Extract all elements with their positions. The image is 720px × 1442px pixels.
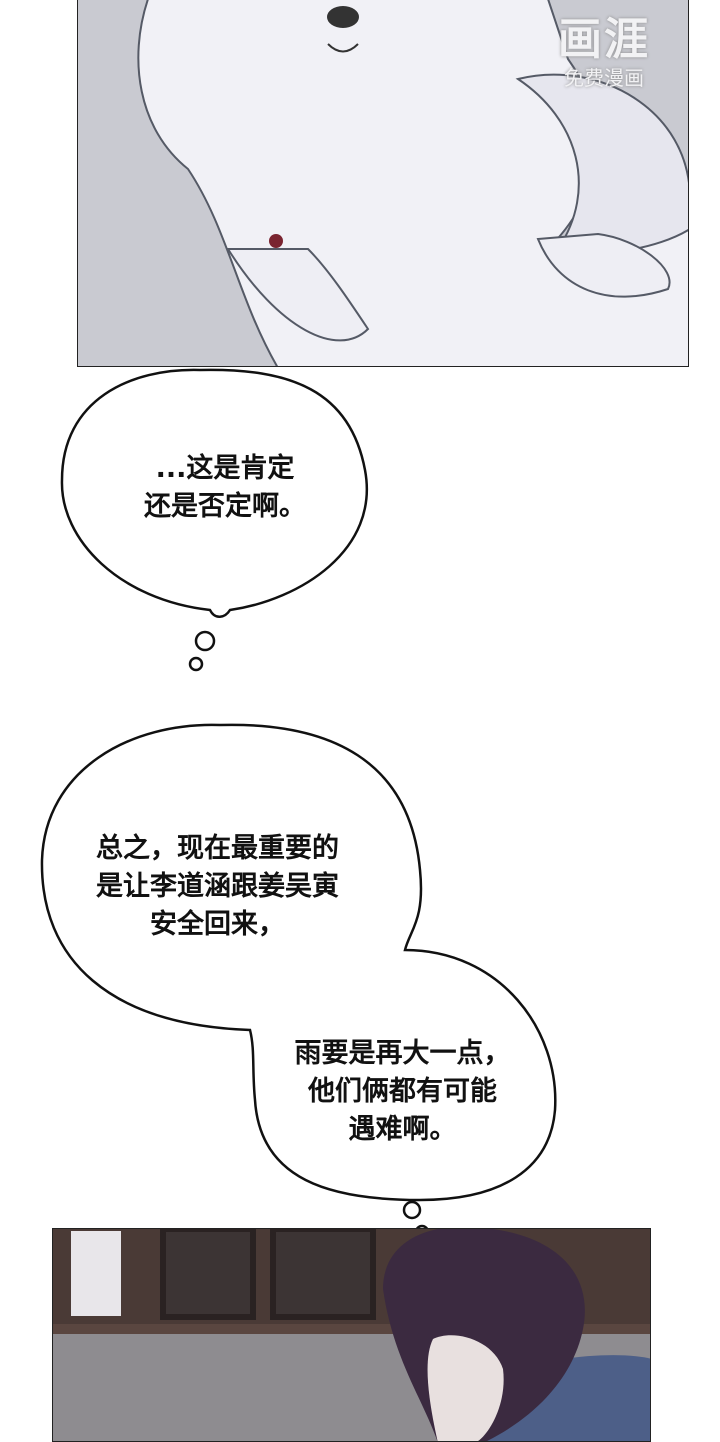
bubble-line: ...这是肯定 [155,453,295,484]
watermark: 画涯 免费漫画 [558,15,650,91]
bubble-3-text: 雨要是再大一点， 他们俩都有可能 遇难啊。 [265,1035,540,1149]
dog-illustration [78,0,688,366]
bubble-line: 还是否定啊。 [144,491,306,522]
thought-bubble-1 [60,368,368,618]
comic-panel-dog: 画涯 免费漫画 [77,0,689,367]
bubble-2-text: 总之，现在最重要的 是让李道涵跟姜吴寅 安全回来， [55,830,380,944]
bubble-line: 雨要是再大一点， [294,1038,511,1069]
boy-illustration [53,1229,650,1441]
watermark-subtitle: 免费漫画 [564,66,644,90]
watermark-logo: 画涯 [558,14,650,65]
bubble-line: 他们俩都有可能 [308,1076,497,1107]
comic-panel-boy [52,1228,651,1442]
thought-bubble-2 [40,723,557,1202]
bubble-1-text: ...这是肯定 还是否定啊。 [60,450,390,526]
bubble-line: 遇难啊。 [348,1114,457,1145]
bubble-line: 是让李道涵跟姜吴寅 [96,871,339,902]
bubble-line: 总之，现在最重要的 [96,833,339,864]
bubble-line: 安全回来， [150,909,285,940]
